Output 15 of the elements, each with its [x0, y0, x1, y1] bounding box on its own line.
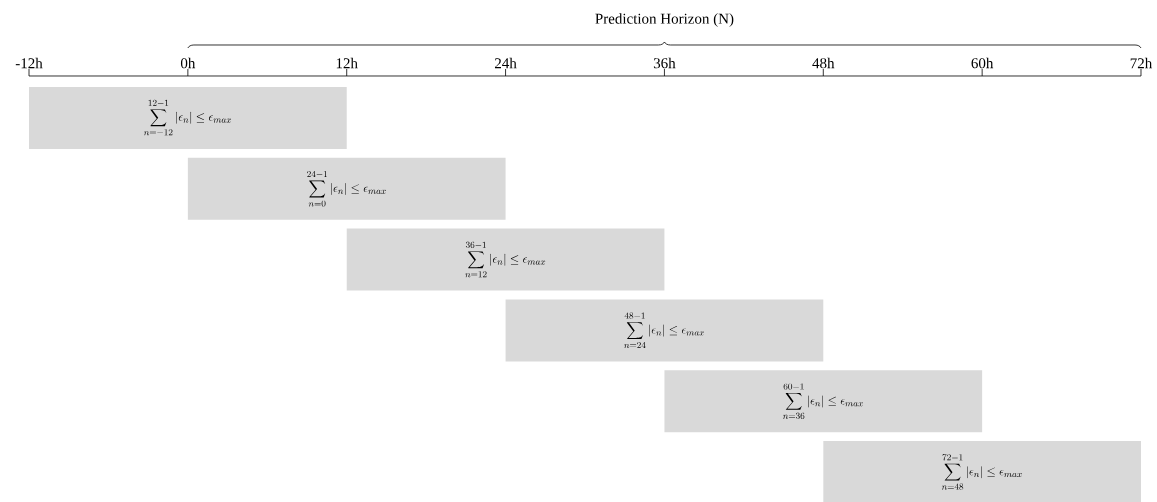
- time-window-bar: $\sum_{n=0}^{24-1} |\epsilon_n| \leq \epsilon_{max}$: [187, 157, 506, 220]
- time-window-bar: $\sum_{n=12}^{36-1} |\epsilon_n| \leq \epsilon_{max}$: [346, 228, 665, 291]
- tick-label: 24h: [495, 57, 517, 69]
- tick-label: 36h: [653, 57, 676, 69]
- tick-label: 72h: [1130, 57, 1153, 69]
- time-window-bar: $\sum_{n=-12}^{12-1} |\epsilon_n| \leq \epsilon_{max}$: [29, 87, 347, 149]
- tick-label: 60h: [971, 57, 994, 69]
- time-window-bar: $\sum_{n=48}^{72-1} |\epsilon_n| \leq \epsilon_{max}$: [823, 441, 1141, 502]
- tick-label: -12h: [15, 57, 43, 69]
- axis-title: Prediction Horizon (N): [595, 13, 734, 27]
- tick-label: 12h: [336, 57, 358, 69]
- time-window-bar: $\sum_{n=36}^{60-1} |\epsilon_n| \leq \epsilon_{max}$: [664, 370, 983, 433]
- tick-label: 0h: [180, 57, 196, 69]
- tick-label: 48h: [812, 57, 835, 69]
- time-window-bar: $\sum_{n=24}^{48-1} |\epsilon_n| \leq \epsilon_{max}$: [505, 299, 824, 362]
